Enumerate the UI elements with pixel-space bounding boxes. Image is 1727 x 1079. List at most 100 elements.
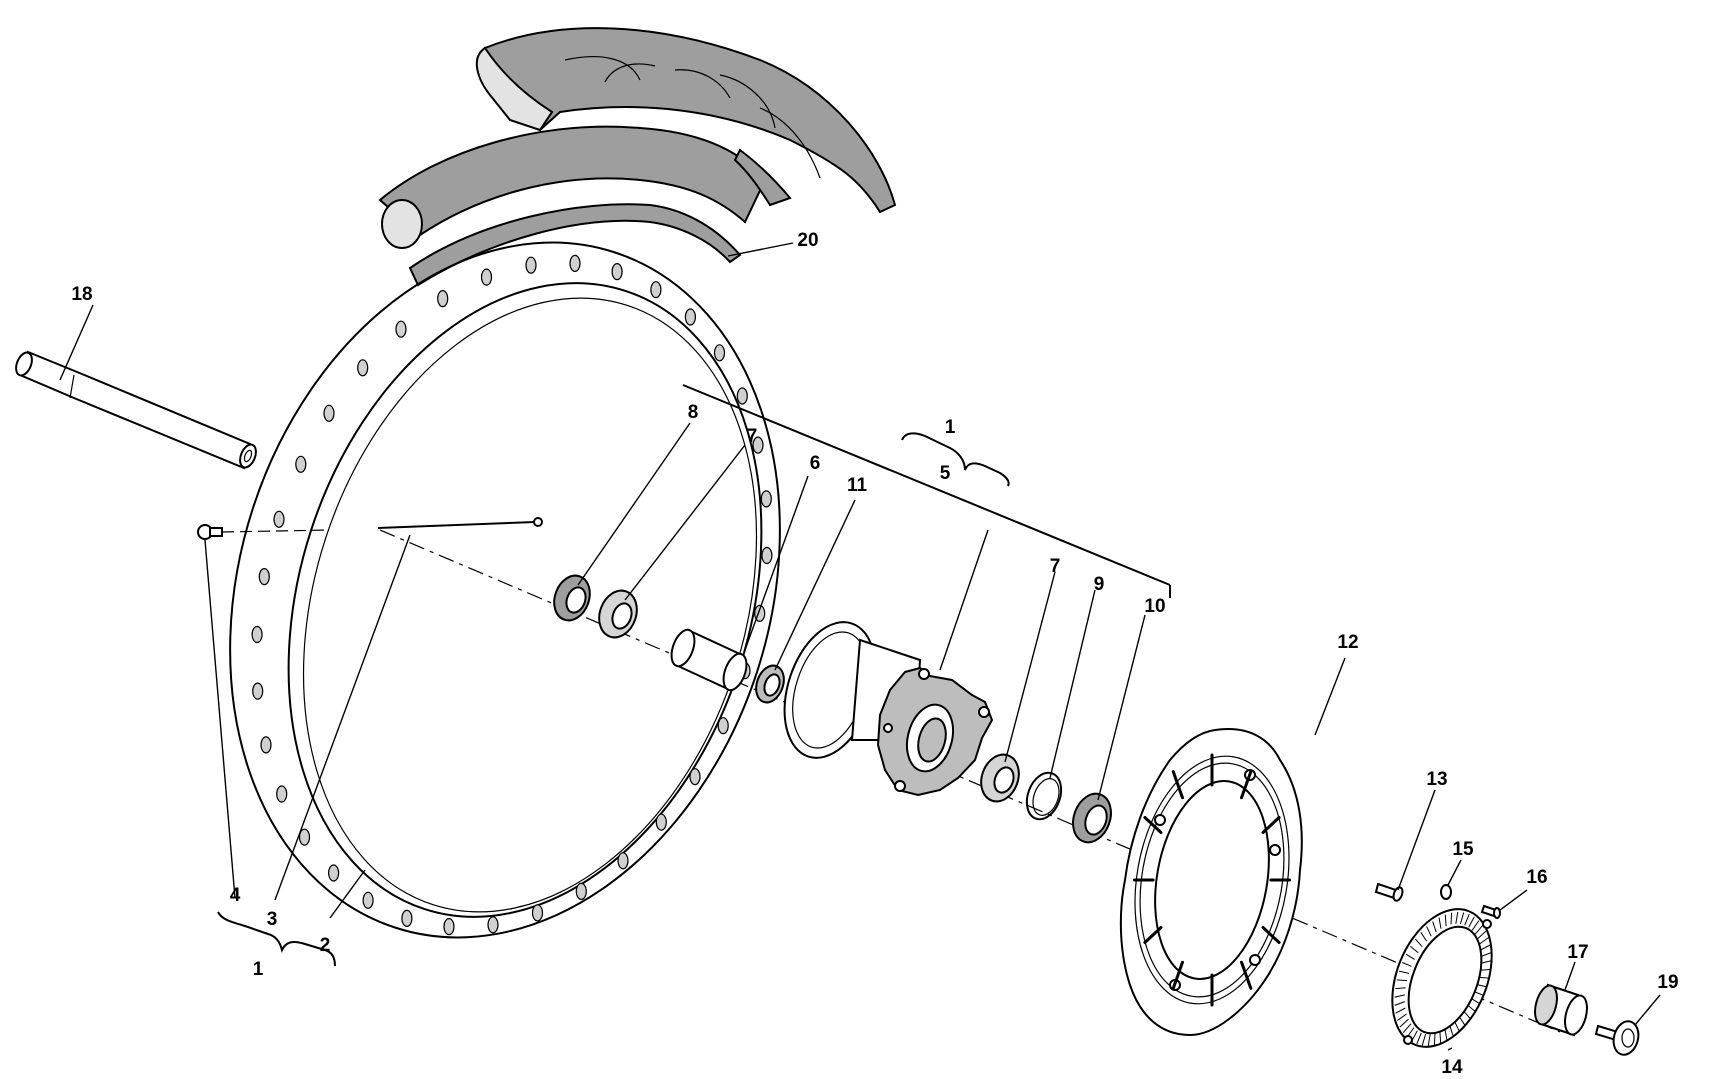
label-19: 19 bbox=[1657, 972, 1678, 993]
disc-slot bbox=[1143, 926, 1163, 944]
rim-hole bbox=[362, 891, 374, 909]
axle-icon bbox=[15, 350, 257, 470]
tone-wheel-tooth bbox=[1433, 1033, 1436, 1046]
rim-hole bbox=[525, 256, 537, 274]
rim-hole bbox=[655, 813, 667, 831]
rim-hole bbox=[251, 625, 263, 644]
disc-slot bbox=[1171, 960, 1184, 990]
part-labels: 1 1 2 3 4 5 6 7 7 8 9 10 11 12 13 14 15 … bbox=[71, 230, 1678, 1078]
tone-wheel-tooth bbox=[1399, 1018, 1409, 1028]
tone-wheel-tooth bbox=[1395, 987, 1406, 990]
tone-wheel-tooth bbox=[1467, 1004, 1476, 1013]
tone-wheel-tooth bbox=[1449, 1025, 1454, 1037]
rim-hole bbox=[401, 909, 413, 928]
rim-hole bbox=[617, 852, 629, 870]
label-16: 16 bbox=[1526, 867, 1547, 888]
bolt-icon bbox=[1374, 882, 1404, 902]
tone-wheel-tooth bbox=[1410, 945, 1419, 954]
tone-wheel-tooth bbox=[1458, 1016, 1466, 1026]
leader-lines bbox=[59, 242, 1661, 1051]
tone-wheel-tooth bbox=[1402, 1023, 1412, 1034]
tone-wheel-tooth bbox=[1454, 1021, 1460, 1032]
rim-hole bbox=[531, 904, 544, 922]
circlip-icon bbox=[1025, 771, 1063, 821]
rim-hole bbox=[252, 682, 264, 700]
rim-hole bbox=[443, 917, 455, 936]
bracket-group-line bbox=[217, 384, 1171, 967]
rim-hole bbox=[395, 320, 407, 338]
rim-hole bbox=[684, 308, 697, 326]
rim-hole bbox=[761, 546, 773, 565]
brake-disc-icon bbox=[1119, 728, 1303, 1037]
washer-icon bbox=[1440, 884, 1452, 900]
rim-hole bbox=[752, 436, 764, 454]
rim-hole bbox=[689, 768, 701, 786]
tone-wheel-tooth bbox=[1396, 979, 1407, 982]
tone-wheel-tooth bbox=[1426, 926, 1432, 937]
tone-wheel-tooth bbox=[1432, 921, 1437, 933]
tone-wheel-tooth bbox=[1471, 920, 1480, 931]
rim-hole bbox=[575, 882, 587, 901]
tone-wheel-tooth bbox=[1395, 1007, 1406, 1014]
rim-hole bbox=[569, 254, 581, 272]
screw-icon bbox=[1480, 904, 1501, 919]
tone-wheel-tooth bbox=[1480, 944, 1491, 951]
label-2: 2 bbox=[320, 935, 331, 956]
tone-wheel-tooth bbox=[1464, 913, 1470, 926]
rim-hole bbox=[295, 455, 307, 473]
label-8: 8 bbox=[688, 402, 699, 423]
bearing-left-icon bbox=[598, 589, 638, 639]
rim-hole bbox=[328, 864, 340, 882]
tone-wheel-tooth bbox=[1394, 1001, 1405, 1006]
rim-hole bbox=[323, 404, 335, 422]
rim-hole bbox=[760, 490, 772, 508]
seal-right-icon bbox=[1072, 792, 1112, 844]
rim-icon bbox=[229, 241, 781, 939]
disc-slot bbox=[1171, 770, 1184, 800]
label-7-right: 7 bbox=[1050, 556, 1061, 577]
valve-icon bbox=[197, 524, 223, 540]
label-13: 13 bbox=[1426, 769, 1447, 790]
label-10: 10 bbox=[1144, 596, 1165, 617]
hub-icon bbox=[783, 621, 994, 797]
tone-wheel-tooth bbox=[1421, 1033, 1427, 1046]
tire-icon bbox=[475, 27, 897, 214]
label-15: 15 bbox=[1452, 839, 1474, 860]
tone-wheel-tooth bbox=[1455, 911, 1459, 924]
tone-wheel-icon bbox=[1391, 908, 1493, 1048]
rim-hole bbox=[298, 828, 311, 846]
tone-wheel-tooth bbox=[1479, 937, 1489, 945]
tone-wheel-tooth bbox=[1397, 1013, 1407, 1021]
rim-hole bbox=[276, 785, 288, 803]
tone-wheel-tooth bbox=[1398, 970, 1410, 974]
tone-wheel-tooth bbox=[1444, 914, 1447, 927]
label-1-bottom: 1 bbox=[253, 959, 264, 980]
rim-hole bbox=[487, 916, 499, 934]
disc-slot bbox=[1240, 770, 1253, 800]
label-12: 12 bbox=[1337, 632, 1358, 653]
label-6: 6 bbox=[810, 453, 821, 474]
tone-wheel-tooth bbox=[1405, 953, 1415, 960]
rim-hole bbox=[713, 344, 726, 362]
tone-wheel-tooth bbox=[1481, 952, 1492, 957]
label-14: 14 bbox=[1441, 1057, 1463, 1078]
rim-hole bbox=[717, 717, 729, 735]
tone-wheel-tooth bbox=[1416, 1032, 1422, 1045]
rim-hole bbox=[736, 387, 748, 405]
tone-wheel-tooth bbox=[1476, 984, 1488, 988]
rim-hole bbox=[273, 510, 285, 528]
tone-wheel-tooth bbox=[1463, 1010, 1472, 1020]
disc-slot bbox=[1240, 960, 1253, 990]
rim-hole bbox=[357, 359, 369, 377]
disc-slot bbox=[1143, 816, 1163, 834]
rim-hole bbox=[480, 268, 493, 286]
tone-wheel-tooth bbox=[1439, 1031, 1442, 1044]
seal-left-icon bbox=[553, 574, 591, 622]
tone-wheel-tooth bbox=[1438, 917, 1442, 929]
label-17: 17 bbox=[1567, 942, 1588, 963]
rim-tape-icon bbox=[408, 203, 742, 287]
disc-slot bbox=[1261, 816, 1281, 834]
label-11: 11 bbox=[847, 475, 868, 496]
label-4: 4 bbox=[230, 885, 241, 906]
